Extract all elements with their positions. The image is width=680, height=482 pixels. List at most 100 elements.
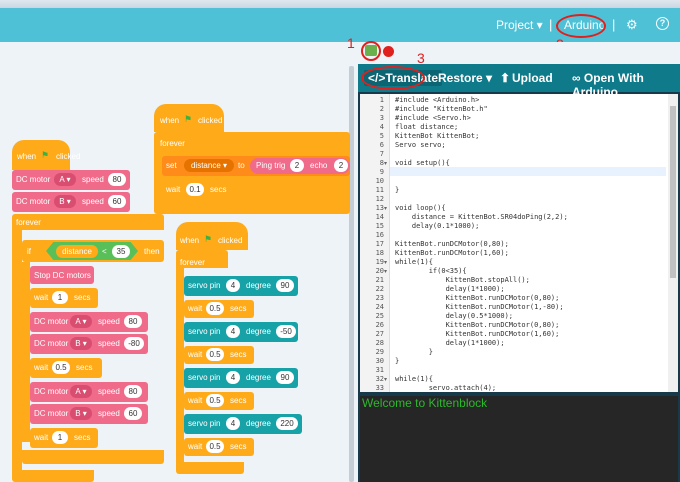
code-line[interactable]: } (395, 186, 400, 194)
line-number: 14 (375, 213, 384, 221)
line-number: 7 (379, 150, 384, 158)
help-icon[interactable]: ? (656, 17, 669, 30)
line-number: 21 (375, 276, 384, 284)
code-line[interactable]: while(1){ (395, 375, 433, 383)
code-line[interactable]: float distance; (395, 123, 459, 131)
code-line[interactable]: if(0<35){ (395, 267, 467, 275)
code-line[interactable]: KittenBot.runDCMotor(1,60); (395, 330, 560, 338)
code-line[interactable]: #include "KittenBot.h" (395, 105, 488, 113)
code-line[interactable]: KittenBot.runDCMotor(1,60); (395, 249, 509, 257)
code-line[interactable]: #include <Servo.h> (395, 114, 471, 122)
line-number: 13 (375, 204, 384, 212)
code-line[interactable]: delay(0.1*1000); (395, 222, 480, 230)
forever-block[interactable] (12, 214, 164, 230)
forever-end (176, 462, 244, 474)
line-number: 23 (375, 294, 384, 302)
line-number: 12 (375, 195, 384, 203)
line-number: 26 (375, 321, 384, 329)
line-number: 8 (379, 159, 384, 167)
code-line[interactable]: KittenBot.stopAll(); (395, 276, 530, 284)
green-flag-icon[interactable] (365, 45, 377, 56)
flag-icon: ⚑ (41, 150, 50, 160)
annotation-circle-translate (361, 66, 425, 90)
annotation-number-3: 3 (417, 50, 425, 66)
code-line[interactable]: KittenBot.runDCMotor(0,80); (395, 240, 509, 248)
line-number: 25 (375, 312, 384, 320)
upload-button[interactable]: Upload (512, 71, 553, 85)
line-number: 3 (379, 114, 384, 122)
code-line[interactable]: distance = KittenBot.SR04doPing(2,2); (395, 213, 568, 221)
line-number: 29 (375, 348, 384, 356)
servo-block[interactable] (184, 322, 298, 342)
servo-block[interactable] (184, 276, 298, 296)
code-line[interactable]: delay(1*1000); (395, 339, 505, 347)
console-text: Welcome to Kittenblock (362, 396, 488, 410)
upload-icon[interactable]: ⬆ (500, 71, 511, 85)
restore-menu[interactable]: Restore ▾ (438, 71, 493, 85)
fold-toggle-icon[interactable]: ▾ (384, 161, 388, 167)
forever-block[interactable] (176, 250, 228, 268)
line-number: 11 (375, 186, 384, 194)
code-line[interactable]: void loop(){ (395, 204, 446, 212)
line-number: 9 (379, 168, 384, 176)
code-line[interactable]: } (395, 348, 433, 356)
code-editor[interactable]: 1#include <Arduino.h>2#include "KittenBo… (360, 94, 678, 392)
flag-icon: ⚑ (204, 234, 213, 244)
code-line[interactable]: #include <Arduino.h> (395, 96, 480, 104)
editor-scrollbar[interactable] (668, 94, 678, 392)
editor-scroll-thumb[interactable] (670, 106, 676, 278)
fold-toggle-icon[interactable]: ▾ (384, 206, 388, 212)
line-number: 24 (375, 303, 384, 311)
line-number: 16 (375, 231, 384, 239)
code-line[interactable]: KittenBot.runDCMotor(0,80); (395, 321, 560, 329)
if-arm (22, 262, 30, 442)
line-number: 33 (375, 384, 384, 392)
code-panel: </>Translate Restore ▾ ⬆ Upload ∞ Open W… (358, 64, 680, 482)
line-number: 2 (379, 105, 384, 113)
line-gutter (360, 94, 390, 392)
menu-separator: | (612, 17, 616, 32)
servo-block[interactable] (184, 368, 298, 388)
line-number: 4 (379, 123, 384, 131)
line-number: 22 (375, 285, 384, 293)
forever-arm (12, 230, 22, 470)
stop-motors-block[interactable] (30, 266, 94, 284)
code-line[interactable]: KittenBot.runDCMotor(0,80); (395, 294, 560, 302)
line-number: 32 (375, 375, 384, 383)
line-number: 20 (375, 267, 384, 275)
blocks-workspace[interactable]: when ⚑ clicked DC motor A ▾ speed 80 DC … (0, 66, 358, 482)
forever-arm (176, 268, 184, 462)
line-number: 15 (375, 222, 384, 230)
line-number: 17 (375, 240, 384, 248)
hat-block[interactable] (176, 222, 248, 250)
flag-icon: ⚑ (184, 114, 193, 124)
code-line[interactable]: servo.attach(4); (395, 384, 497, 392)
project-menu[interactable]: Project ▾ (496, 18, 543, 32)
forever-end (12, 470, 94, 482)
workspace-scrollbar[interactable] (349, 66, 354, 482)
annotation-circle-flag (361, 41, 381, 61)
gear-icon[interactable]: ⚙ (626, 17, 638, 32)
line-number: 10 (375, 177, 384, 185)
fold-toggle-icon[interactable]: ▾ (384, 260, 388, 266)
window-title-strip (0, 0, 680, 8)
line-number: 18 (375, 249, 384, 257)
code-line[interactable]: Servo servo; (395, 141, 446, 149)
code-line[interactable]: void setup(){ (395, 159, 450, 167)
code-line[interactable]: KittenBot KittenBot; (395, 132, 480, 140)
if-end (22, 450, 164, 464)
line-number: 27 (375, 330, 384, 338)
code-line[interactable]: KittenBot.runDCMotor(1,-80); (395, 303, 564, 311)
code-line[interactable]: } (395, 357, 400, 365)
menu-separator: | (549, 17, 553, 32)
fold-toggle-icon[interactable]: ▾ (384, 377, 388, 383)
stop-icon[interactable] (383, 46, 394, 57)
code-line[interactable]: delay(0.5*1000); (395, 312, 514, 320)
code-line[interactable]: delay(1*1000); (395, 285, 505, 293)
code-line[interactable]: while(1){ (395, 258, 433, 266)
active-line-highlight (390, 167, 666, 176)
hat-block[interactable] (154, 104, 224, 132)
servo-block[interactable] (184, 414, 302, 434)
fold-toggle-icon[interactable]: ▾ (384, 269, 388, 275)
hat-block[interactable] (12, 140, 70, 170)
